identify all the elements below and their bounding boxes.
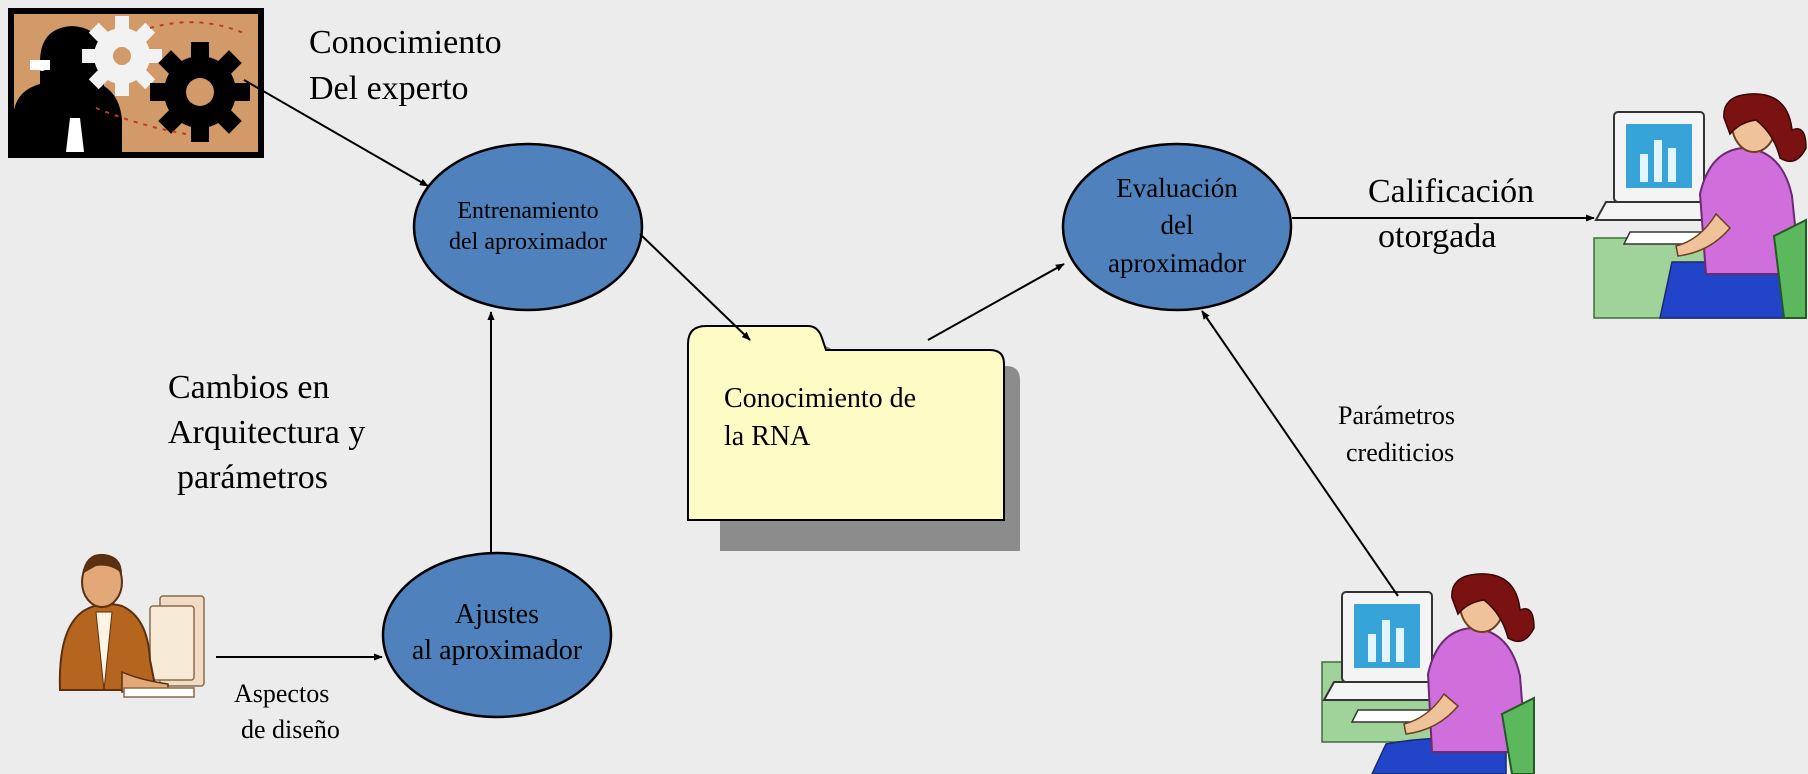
expert-gears-icon	[8, 8, 264, 158]
evaluation-node-label: Evaluación del aproximador	[1067, 170, 1287, 282]
expert-knowledge-line2: Del experto	[309, 69, 469, 107]
evaluation-node-line1: Evaluación	[1116, 173, 1238, 203]
expert-knowledge-line1: Conocimiento	[309, 24, 502, 61]
folder-label: Conocimiento de la RNA	[724, 380, 916, 456]
adjustments-node	[381, 551, 613, 719]
rating-line1: Calificación	[1368, 173, 1535, 210]
expert-knowledge-label: Conocimiento Del experto	[309, 20, 502, 112]
evaluation-node-line3: aproximador	[1108, 247, 1246, 278]
training-node-line2: del aproximador	[449, 229, 607, 256]
evaluation-node-line2: del	[1160, 210, 1194, 241]
analyst-at-computer-icon	[1593, 93, 1807, 319]
design-aspects-line2: de diseño	[241, 715, 340, 745]
designer-at-computer-icon	[58, 553, 205, 698]
changes-line3: parámetros	[177, 458, 329, 496]
arrow-expert-to-training	[243, 79, 429, 187]
credit-params-line1: Parámetros	[1338, 401, 1455, 430]
arrow-training-to-folder	[639, 233, 751, 341]
adjustments-node-line2: al aproximador	[411, 635, 583, 667]
changes-line1: Cambios en	[168, 369, 330, 406]
folder-label-line1: Conocimiento de	[724, 383, 917, 414]
rating-line2: otorgada	[1378, 217, 1497, 255]
folder-label-line2: la RNA	[724, 420, 811, 452]
adjustments-node-line1: Ajustes	[455, 599, 539, 630]
adjustments-node-label: Ajustes al aproximador	[394, 597, 600, 670]
design-aspects-line1: Aspectos	[234, 679, 330, 708]
applicant-at-computer-icon	[1321, 573, 1535, 774]
arrow-applicant-to-evaluation	[1201, 310, 1399, 597]
design-aspects-label: Aspectos de diseño	[234, 676, 340, 749]
training-node-label: Entrenamiento del aproximador	[428, 196, 628, 258]
evaluation-node	[1061, 142, 1293, 312]
training-node-line1: Entrenamiento	[457, 198, 599, 224]
credit-params-label: Parámetros crediticios	[1338, 398, 1455, 472]
changes-label: Cambios en Arquitectura y parámetros	[168, 366, 365, 501]
credit-params-line2: crediticios	[1346, 437, 1455, 467]
rating-label: Calificación otorgada	[1368, 170, 1534, 260]
knowledge-folder	[687, 325, 1020, 551]
arrow-folder-to-evaluation	[927, 263, 1065, 341]
training-node	[412, 142, 644, 312]
changes-line2: Arquitectura y	[168, 413, 366, 451]
